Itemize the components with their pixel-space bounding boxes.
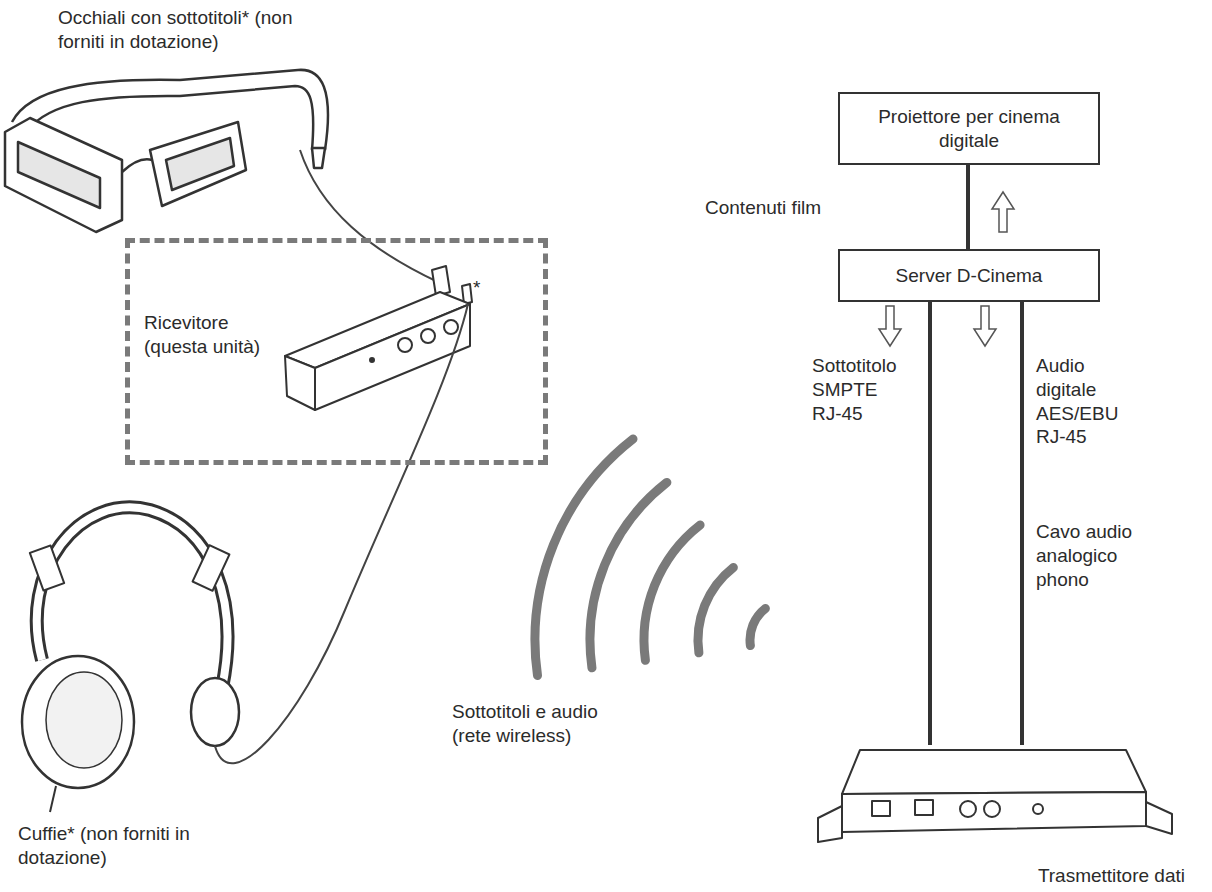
data-transmitter	[818, 750, 1172, 842]
wireless-waves	[535, 439, 765, 675]
wave-arc	[698, 568, 733, 653]
headband-slider	[193, 545, 230, 591]
headphone-cable	[215, 304, 468, 763]
headband-slider	[30, 545, 64, 590]
connector	[974, 302, 1022, 745]
server-box: Server D-Cinema	[838, 249, 1100, 302]
connector	[968, 165, 1014, 249]
receiver-button	[421, 329, 435, 343]
phono-jack	[960, 801, 976, 817]
connector-label: Sottotitolo SMPTE RJ-45	[812, 354, 912, 425]
projector-box: Proiettore per cinema digitale	[838, 92, 1100, 165]
cable-label: Cavo audio analogico phono	[1036, 520, 1148, 591]
flow-arrow	[974, 306, 996, 346]
receiver-region: Ricevitore (questa unità)	[125, 238, 548, 465]
wireless-label: Sottotitoli e audio (rete wireless)	[452, 700, 642, 748]
node-label: Ricevitore (questa unità)	[144, 311, 284, 359]
receiver-side	[285, 356, 315, 410]
flow-arrow	[992, 192, 1014, 232]
glasses-display	[166, 138, 234, 190]
wave-arc	[535, 439, 633, 675]
node-label: Proiettore per cinema digitale	[858, 105, 1080, 153]
receiver-button	[398, 338, 412, 352]
glasses-cable	[300, 150, 438, 282]
rj45-port	[872, 801, 890, 816]
glasses-display	[18, 142, 100, 208]
receiver-button	[444, 320, 458, 334]
ear-cup	[191, 678, 239, 746]
phono-jack	[984, 801, 1000, 817]
node-label: Trasmettitore dati	[1038, 864, 1185, 888]
headphones	[22, 507, 239, 812]
power-jack	[1033, 804, 1043, 814]
footnote-mark: *	[473, 276, 493, 300]
transmitter-top	[842, 750, 1146, 794]
headphones-label: Cuffie* (non forniti in dotazione)	[18, 822, 268, 870]
glasses-tip	[312, 148, 325, 168]
connector-line	[928, 302, 932, 745]
transmitter-flange	[1146, 802, 1172, 834]
flow-arrow	[879, 306, 901, 346]
connector-label: Contenuti film	[705, 196, 835, 220]
transmitter-front	[842, 792, 1146, 832]
glasses-bridge	[122, 159, 152, 172]
connector-line	[1020, 302, 1024, 745]
ear-cup-inner	[46, 672, 122, 768]
headphone-cable	[50, 786, 56, 812]
subtitle-glasses	[5, 70, 328, 232]
receiver-led	[370, 358, 374, 362]
connector-label: Audio digitale AES/EBU RJ-45	[1036, 354, 1136, 449]
glasses-label: Occhiali con sottotitoli* (non forniti i…	[58, 6, 302, 54]
node-label: Server D-Cinema	[896, 264, 1043, 288]
ear-cup	[22, 656, 134, 788]
wave-arc	[644, 525, 700, 660]
rj45-port	[915, 800, 933, 815]
receiver-unit	[285, 266, 472, 410]
glasses-lens-housing	[5, 118, 122, 232]
connector	[879, 302, 930, 745]
glasses-lens-housing	[150, 122, 246, 206]
receiver-front	[315, 304, 470, 410]
wave-arc	[750, 608, 765, 645]
transmitter-unit: Trasmettitore dati	[820, 745, 1185, 888]
transmitter-flange	[818, 806, 842, 842]
wave-arc	[590, 482, 667, 667]
connector-line	[966, 165, 970, 249]
